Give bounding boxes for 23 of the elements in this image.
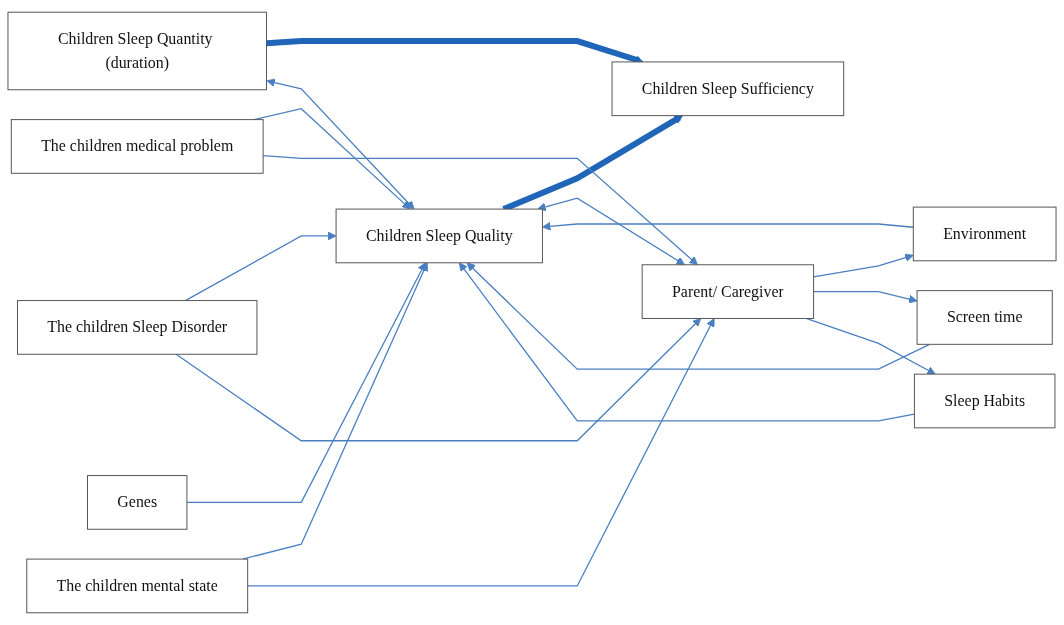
node-box: Environment: [912, 206, 1057, 262]
arrow: [266, 78, 415, 210]
node-box: Parent/ Caregiver: [641, 264, 815, 319]
arrow: [186, 262, 426, 504]
node-box: The children medical problem: [10, 119, 264, 174]
arrow: [184, 231, 337, 302]
node-box: Sleep Habits: [913, 373, 1056, 429]
node-box: Children Sleep Sufficiency: [611, 61, 845, 117]
arrow: [458, 262, 916, 422]
node-box: Children Sleep Quantity (duration): [7, 11, 267, 91]
arrow: [247, 318, 715, 587]
node-box: Genes: [87, 475, 188, 530]
node-box: Screen time: [916, 290, 1053, 345]
arrow: [812, 290, 918, 304]
arrow: [466, 262, 931, 370]
arrow: [542, 221, 914, 231]
arrow: [262, 154, 698, 266]
arrow: [812, 253, 914, 278]
arrow: [175, 318, 702, 442]
node-box: Children Sleep Quality: [335, 208, 543, 264]
node-box: The children Sleep Disorder: [17, 300, 258, 355]
arrow: [537, 197, 685, 266]
node-box: The children mental state: [26, 558, 249, 614]
